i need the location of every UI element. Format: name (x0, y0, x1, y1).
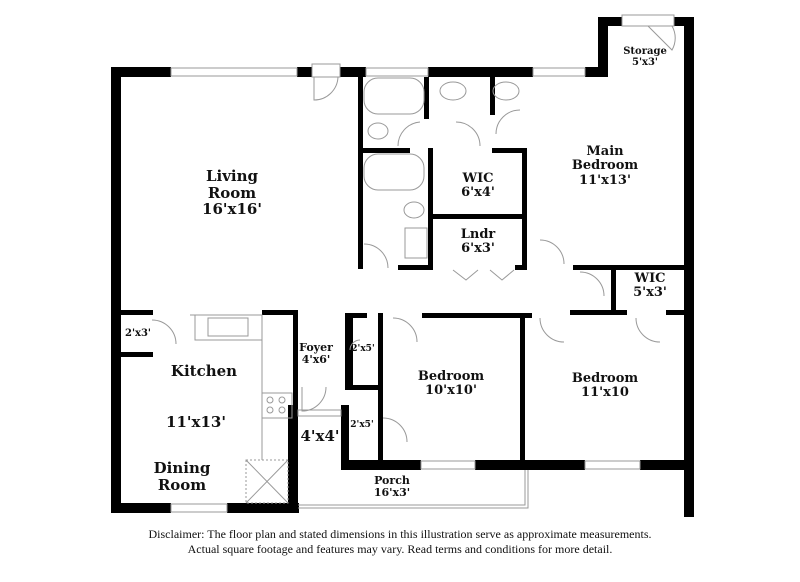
bedroom-2-label: Bedroom 10'x10' (417, 369, 485, 399)
interior-walls (111, 77, 694, 465)
disclaimer-line-2: Actual square footage and features may v… (187, 542, 613, 556)
kitchen-label: Kitchen (170, 362, 238, 380)
windows (170, 67, 641, 513)
doors-fixtures (151, 14, 676, 509)
main-bedroom-label: Main Bedroom 11'x13' (571, 144, 639, 188)
dining-room-label: Dining Room (153, 459, 211, 494)
pantry-label: 2'x3' (124, 328, 152, 339)
disclaimer-line-1: Disclaimer: The floor plan and stated di… (148, 527, 652, 541)
closet-upper-label: 2'x5' (351, 344, 375, 354)
wic-small-label: WIC 5'x3' (633, 271, 667, 301)
wic-main-label: WIC 6'x4' (461, 171, 495, 201)
porch-label: Porch 16'x3' (373, 474, 411, 500)
closet-lower-label: 2'x5' (350, 420, 374, 430)
kitchen-dims-label: 11'x13' (166, 413, 226, 431)
bedroom-3-label: Bedroom 11'x10 (571, 371, 639, 401)
laundry-label: Lndr 6'x3' (460, 227, 496, 257)
storage-label: Storage 5'x3' (623, 46, 667, 68)
entry-label: 4'x4' (300, 427, 340, 445)
foyer-label: Foyer 4'x6' (299, 341, 333, 367)
disclaimer: Disclaimer: The floor plan and stated di… (0, 527, 800, 557)
living-room-label: Living Room 16'x16' (202, 167, 262, 218)
